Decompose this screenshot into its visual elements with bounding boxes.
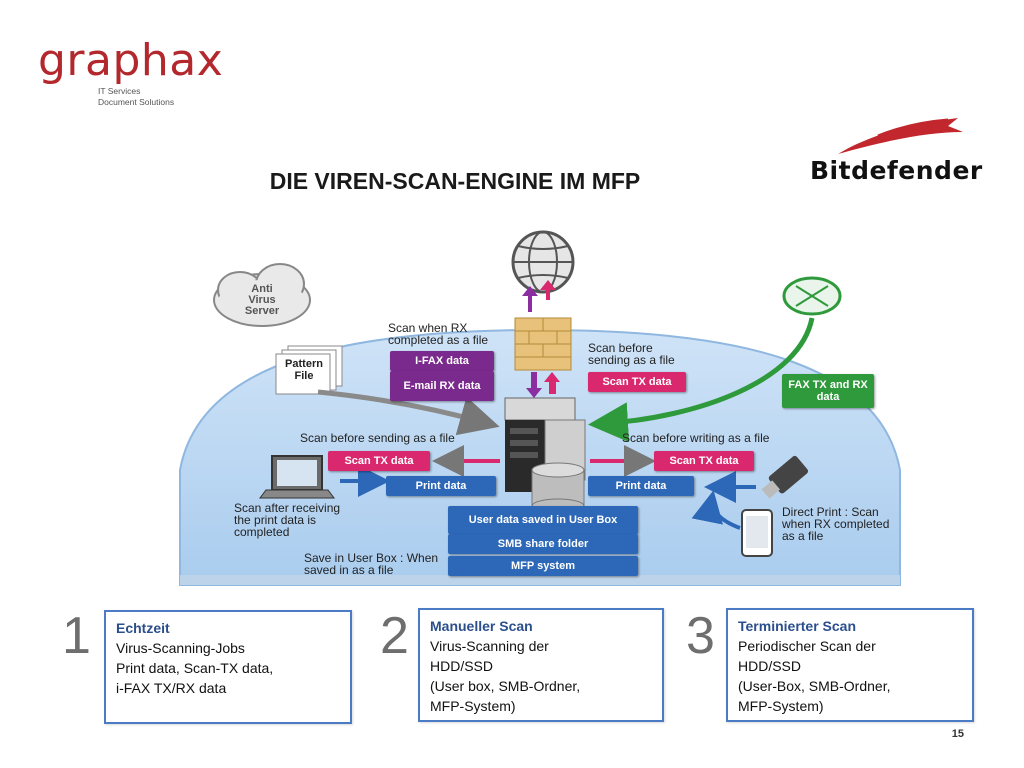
email-rx-data-chip: E-mail RX data: [390, 371, 494, 401]
step-2-line: MFP-System): [430, 698, 516, 714]
step-1-line: Virus-Scanning-Jobs: [116, 640, 245, 656]
step-2-box: Manueller Scan Virus-Scanning der HDD/SS…: [418, 608, 664, 722]
anti-virus-server-label: Anti Virus Server: [244, 283, 280, 317]
step-3-line: HDD/SSD: [738, 658, 802, 674]
scan-tx-data-right-chip: Scan TX data: [654, 451, 754, 471]
bitdefender-swoosh-icon: [838, 118, 963, 154]
pattern-file-icon: [275, 345, 343, 395]
pattern-file-label: Pattern File: [285, 358, 323, 382]
step-2-line: HDD/SSD: [430, 658, 494, 674]
step-2-heading: Manueller Scan: [430, 618, 533, 634]
bitdefender-logo: Bitdefender: [810, 156, 983, 185]
user-data-box-chip: User data saved in User Box: [448, 506, 638, 534]
scan-before-writing-label: Scan before writing as a file: [622, 431, 770, 445]
logo-tagline-line1: IT Services: [98, 86, 141, 96]
step-2-number: 2: [380, 607, 409, 665]
logo-tagline-line2: Document Solutions: [98, 97, 175, 107]
fax-tx-rx-chip: FAX TX and RX data: [782, 374, 874, 408]
ifax-data-chip: I-FAX data: [390, 351, 494, 371]
step-1-heading: Echtzeit: [116, 620, 170, 636]
mfp-system-chip: MFP system: [448, 556, 638, 576]
graphax-logo: graphax: [38, 35, 224, 86]
step-2-line: Virus-Scanning der: [430, 638, 549, 654]
network-switch-icon: [782, 276, 842, 316]
direct-print-label: Direct Print : Scan when RX completed as…: [782, 505, 890, 543]
step-3-line: (User-Box, SMB-Ordner,: [738, 678, 891, 694]
smartphone-icon: [741, 509, 773, 557]
hdd-storage-icon: [531, 462, 585, 514]
step-3-number: 3: [686, 607, 715, 665]
save-in-user-box-label: Save in User Box : When saved in as a fi…: [304, 551, 439, 577]
step-2-line: (User box, SMB-Ordner,: [430, 678, 581, 694]
step-1-box: Echtzeit Virus-Scanning-Jobs Print data,…: [104, 610, 352, 724]
step-3-line: MFP-System): [738, 698, 824, 714]
step-1-line: i-FAX TX/RX data: [116, 680, 227, 696]
laptop-icon: [259, 455, 335, 499]
scan-when-rx-label: Scan when RX completed as a file: [388, 321, 489, 347]
step-3-heading: Terminierter Scan: [738, 618, 857, 634]
step-3-box: Terminierter Scan Periodischer Scan der …: [726, 608, 974, 722]
step-1-number: 1: [62, 607, 91, 665]
usb-stick-icon: [761, 455, 809, 499]
scan-tx-data-top-chip: Scan TX data: [588, 372, 686, 392]
scan-tx-data-left-chip: Scan TX data: [328, 451, 430, 471]
cloud-icon: [213, 263, 311, 327]
scan-before-sending-left-label: Scan before sending as a file: [300, 431, 455, 445]
print-data-left-chip: Print data: [386, 476, 496, 496]
slide-title: DIE VIREN-SCAN-ENGINE IM MFP: [269, 168, 641, 194]
firewall-icon: [514, 317, 572, 371]
globe-icon: [511, 230, 575, 294]
step-1-line: Print data, Scan-TX data,: [116, 660, 274, 676]
logo-tagline: IT Services Document Solutions: [98, 86, 174, 108]
scan-before-sending-top-label: Scan before sending as a file: [588, 341, 675, 367]
step-3-line: Periodischer Scan der: [738, 638, 876, 654]
page-number: 15: [951, 728, 964, 740]
scan-after-receiving-label: Scan after receiving the print data is c…: [234, 501, 341, 539]
print-data-right-chip: Print data: [588, 476, 694, 496]
smb-share-chip: SMB share folder: [448, 534, 638, 554]
